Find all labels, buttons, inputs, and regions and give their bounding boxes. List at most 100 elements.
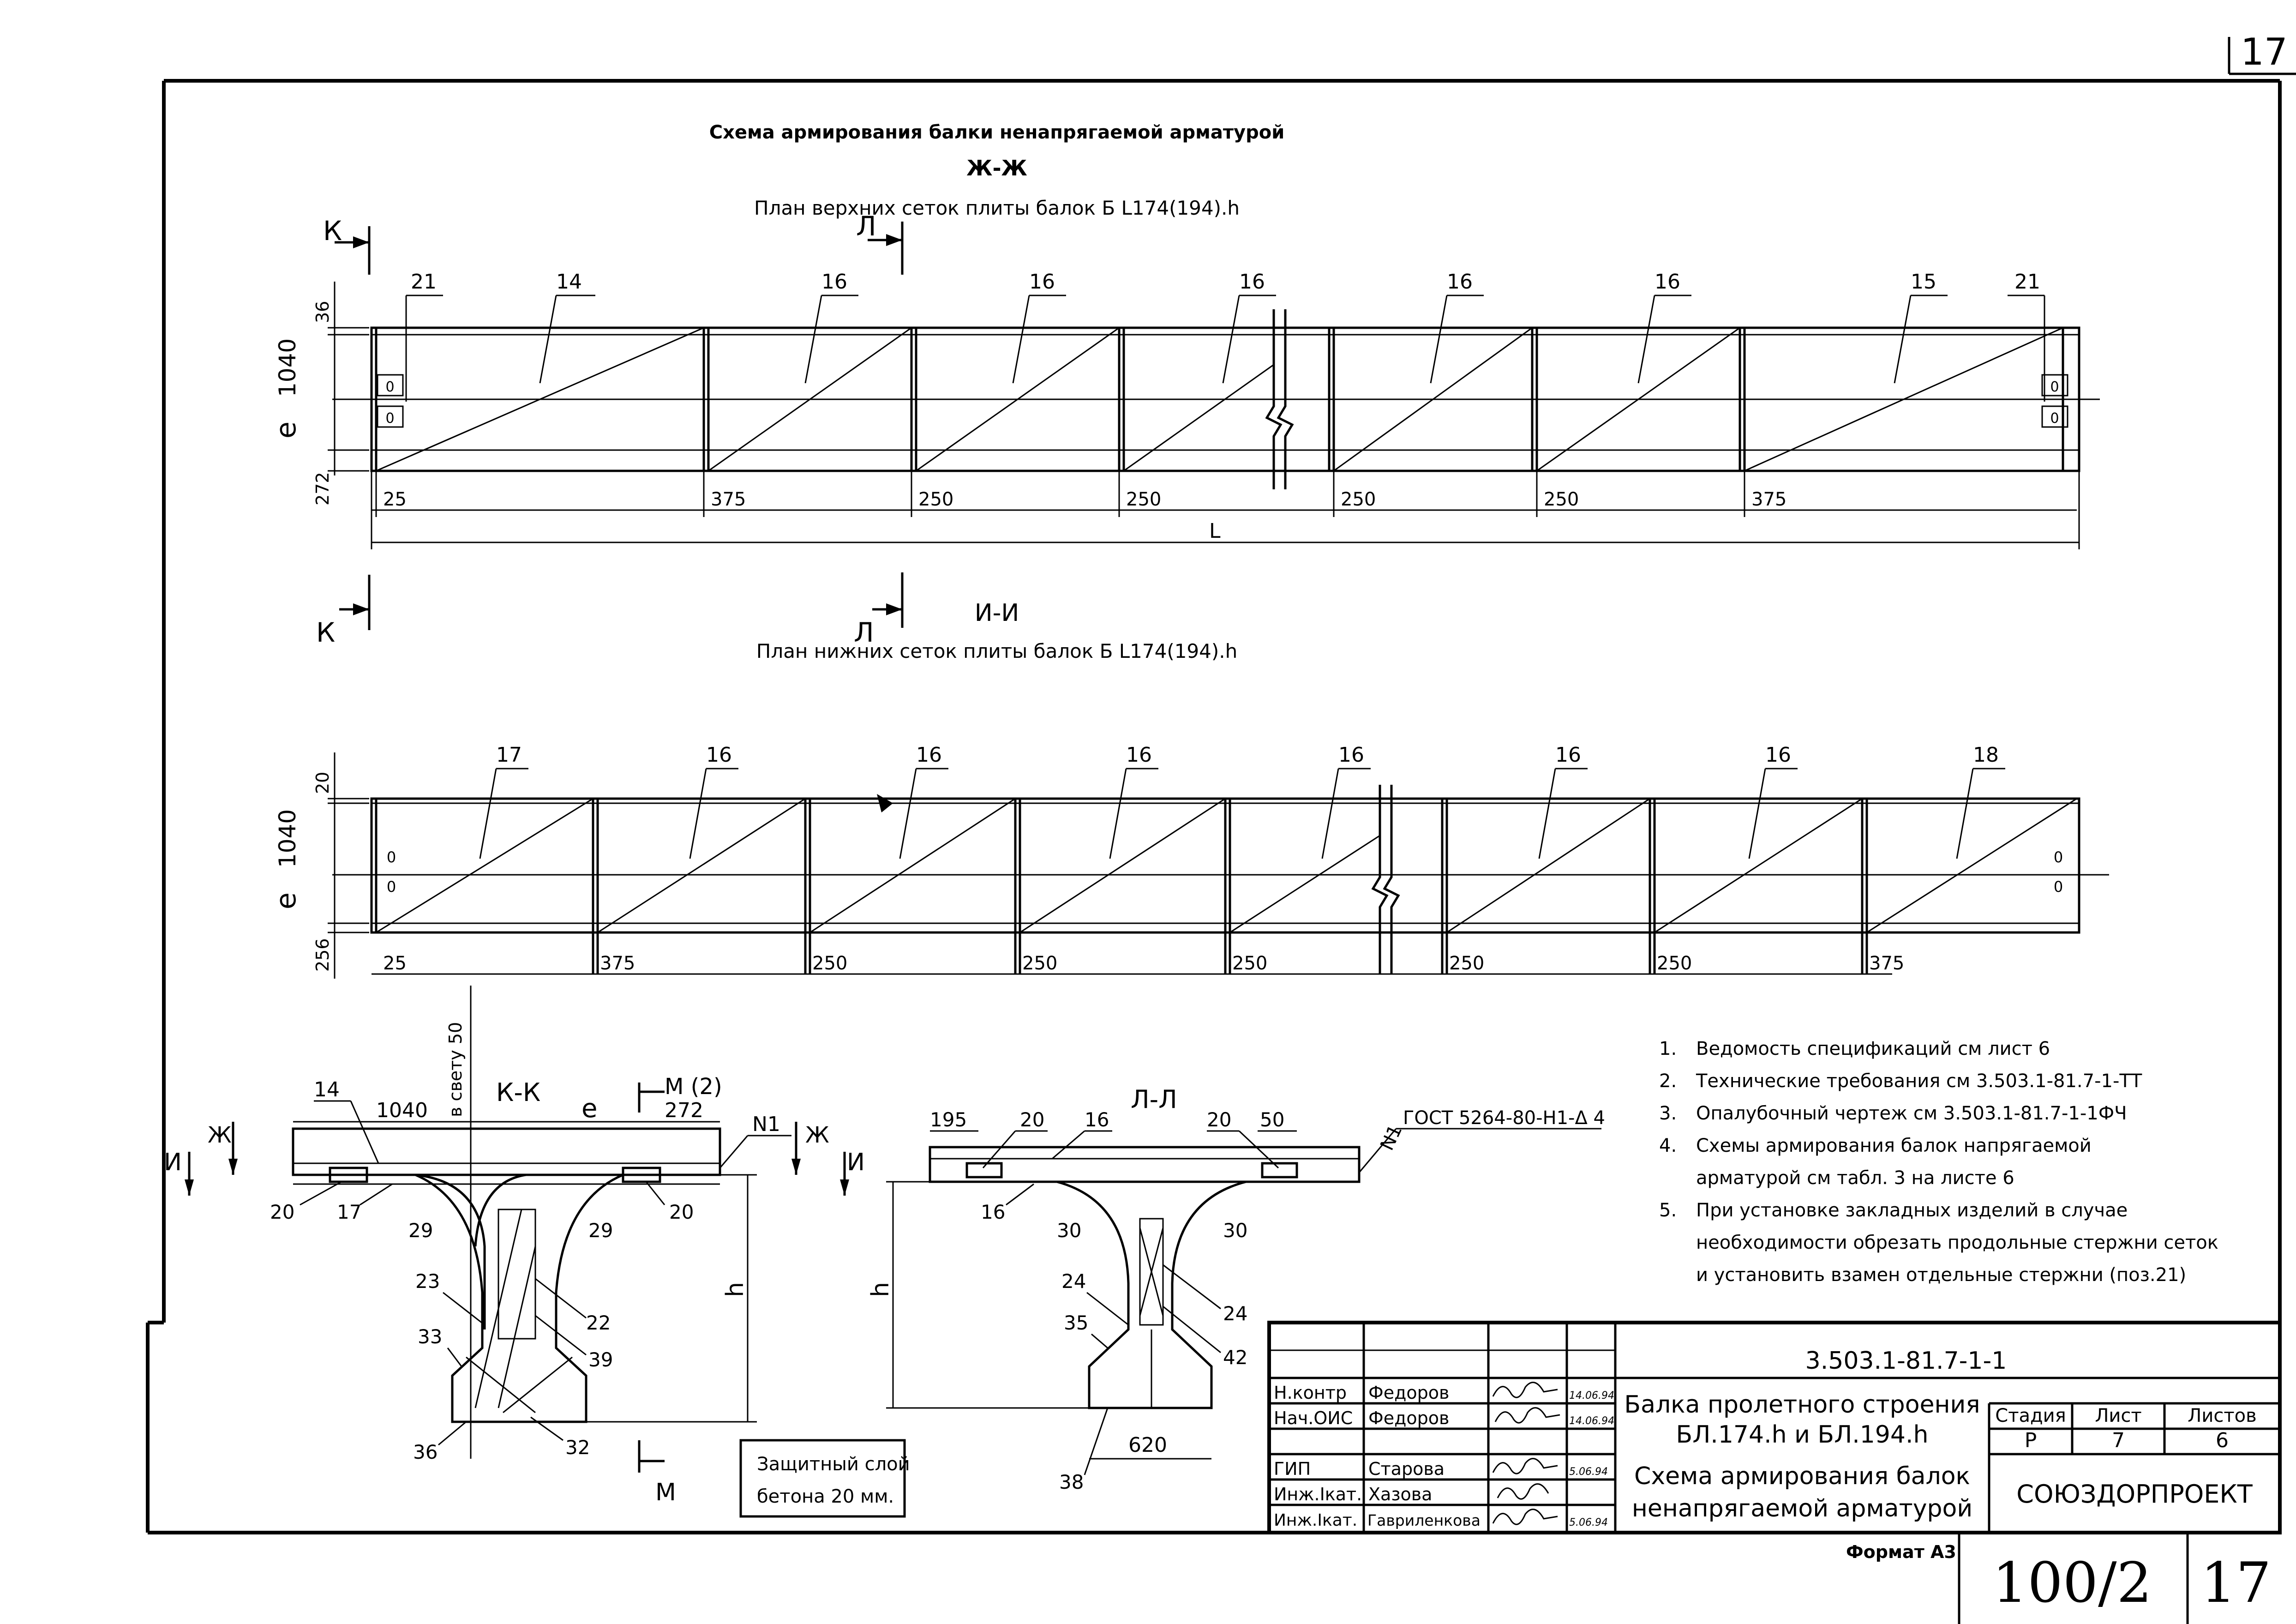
svg-text:ненапрягаемой арматурой: ненапрягаемой арматурой [1632, 1495, 1972, 1522]
cut-l-bottom: Л [854, 617, 874, 648]
svg-text:ГИП: ГИП [1274, 1459, 1311, 1479]
svg-text:38: 38 [1059, 1471, 1084, 1493]
svg-text:36: 36 [312, 301, 333, 323]
bottom-plan-weld-marks: 0 0 0 0 [387, 848, 2063, 896]
svg-text:24: 24 [1223, 1302, 1247, 1325]
svg-text:16: 16 [1085, 1108, 1109, 1131]
bottom-plan-left-dims: 20 1040 e 256 [270, 752, 369, 979]
svg-text:29: 29 [588, 1219, 613, 1242]
svg-text:h: h [721, 1282, 749, 1297]
svg-text:Ж: Ж [805, 1122, 829, 1148]
svg-text:39: 39 [588, 1348, 613, 1371]
bottom-plan-title: План нижних сеток плиты балок Б L174(194… [756, 640, 1237, 662]
section-ii-title: И-И [975, 599, 1019, 627]
corner-sheet-number: 17 [2228, 30, 2296, 75]
svg-text:6: 6 [2216, 1429, 2229, 1452]
svg-text:Старова: Старова [1368, 1459, 1445, 1479]
svg-text:4.: 4. [1659, 1135, 1677, 1156]
svg-text:22: 22 [586, 1311, 611, 1334]
svg-text:Балка пролетного строения: Балка пролетного строения [1624, 1391, 1980, 1419]
svg-text:32: 32 [565, 1436, 590, 1459]
svg-text:Стадия: Стадия [1995, 1405, 2066, 1426]
svg-text:16: 16 [1447, 270, 1473, 294]
svg-text:30: 30 [1223, 1219, 1247, 1242]
main-title: Схема армирования балки ненапрягаемой ар… [709, 122, 1284, 143]
svg-text:30: 30 [1057, 1219, 1081, 1242]
signature-scribble [1494, 1407, 1560, 1424]
svg-text:Федоров: Федоров [1368, 1408, 1449, 1428]
svg-text:16: 16 [1126, 743, 1152, 767]
svg-text:16: 16 [916, 743, 942, 767]
svg-text:18: 18 [1973, 743, 1999, 767]
svg-text:195: 195 [930, 1108, 967, 1131]
svg-text:7: 7 [2112, 1429, 2125, 1452]
svg-text:256: 256 [312, 938, 333, 972]
svg-text:16: 16 [1765, 743, 1791, 767]
svg-text:250: 250 [918, 489, 953, 510]
svg-text:М (2): М (2) [665, 1074, 722, 1100]
svg-text:М: М [655, 1479, 676, 1506]
svg-text:Схемы армирования балок напряг: Схемы армирования балок напрягаемой [1696, 1135, 2092, 1156]
svg-text:e: e [581, 1094, 597, 1124]
signature-scribble [1492, 1382, 1558, 1398]
doc-code: 3.503.1-81.7-1-1 [1805, 1347, 2007, 1375]
svg-text:0: 0 [2050, 379, 2059, 395]
svg-text:бетона 20 мм.: бетона 20 мм. [757, 1486, 894, 1507]
top-plan-diagonals [376, 327, 2063, 472]
corner-number-text: 17 [2241, 30, 2288, 73]
svg-text:Н.контр: Н.контр [1274, 1383, 1347, 1403]
svg-text:15: 15 [1911, 270, 1936, 294]
svg-text:L: L [1209, 519, 1221, 543]
svg-text:20: 20 [270, 1201, 294, 1223]
top-plan-weld-marks: 0 0 0 0 [377, 374, 2068, 428]
bottom-code-box: 100/2 17 [1958, 1533, 2271, 1624]
svg-text:23: 23 [415, 1270, 440, 1293]
svg-text:БЛ.174.h и БЛ.194.h: БЛ.174.h и БЛ.194.h [1676, 1421, 1929, 1449]
svg-text:25: 25 [383, 489, 407, 510]
svg-text:14.06.94: 14.06.94 [1569, 1415, 1614, 1427]
svg-text:17: 17 [496, 743, 522, 767]
svg-text:Технические требования см 3.50: Технические требования см 3.503.1-81.7-1… [1696, 1071, 2142, 1092]
bottom-plan-position-labels: 17 16 16 16 16 16 16 18 [479, 743, 2005, 859]
svg-text:0: 0 [2054, 878, 2063, 896]
svg-text:36: 36 [413, 1441, 438, 1463]
svg-text:Нач.ОИС: Нач.ОИС [1274, 1408, 1353, 1428]
svg-text:0: 0 [2054, 848, 2063, 866]
bottom-plan: 0 0 0 0 17 16 16 16 16 16 16 18 [270, 743, 2109, 979]
bottom-plan-panels [375, 799, 1868, 974]
svg-text:21: 21 [411, 270, 437, 294]
svg-text:h: h [867, 1282, 894, 1297]
top-plan: 0 0 0 0 21 14 16 16 16 16 16 15 [270, 270, 2100, 549]
svg-text:16: 16 [1555, 743, 1581, 767]
stray-mark [877, 794, 893, 812]
cut-marks-top: К Л К Л [316, 211, 904, 648]
svg-text:14.06.94: 14.06.94 [1569, 1390, 1614, 1401]
svg-text:e: e [270, 892, 302, 909]
svg-text:35: 35 [1064, 1311, 1088, 1334]
svg-text:0: 0 [2050, 410, 2059, 427]
svg-text:0: 0 [385, 410, 394, 427]
svg-text:250: 250 [1232, 953, 1267, 974]
svg-text:И: И [847, 1149, 865, 1176]
svg-text:Схема армирования балок: Схема армирования балок [1634, 1462, 1970, 1490]
svg-text:Листов: Листов [2188, 1405, 2256, 1426]
svg-text:250: 250 [1657, 953, 1692, 974]
svg-text:250: 250 [1126, 489, 1161, 510]
section-zh-title: Ж-Ж [966, 156, 1027, 180]
protective-layer-note: Защитный слой бетона 20 мм. [739, 1439, 910, 1518]
svg-text:20: 20 [1207, 1108, 1231, 1131]
svg-text:1040: 1040 [274, 809, 301, 868]
svg-text:Ж: Ж [208, 1122, 232, 1148]
svg-text:250: 250 [1544, 489, 1579, 510]
svg-text:272: 272 [665, 1099, 703, 1122]
top-plan-bottom-dims: 25 375 250 250 250 250 375 L [371, 471, 2080, 549]
svg-text:Опалубочный чертеж см 3.503.1-: Опалубочный чертеж см 3.503.1-81.7-1-1ФЧ [1696, 1103, 2127, 1124]
svg-text:16: 16 [981, 1201, 1005, 1223]
svg-text:14: 14 [314, 1078, 340, 1101]
svg-text:e: e [270, 421, 302, 439]
svg-text:При установке закладных издели: При установке закладных изделий в случае [1696, 1200, 2128, 1221]
svg-text:N1: N1 [1376, 1122, 1406, 1154]
svg-text:14: 14 [556, 270, 582, 294]
svg-text:250: 250 [1341, 489, 1376, 510]
title-block: 3.503.1-81.7-1-1 Н.контр Федоров 14.06.9… [1267, 1321, 2282, 1534]
